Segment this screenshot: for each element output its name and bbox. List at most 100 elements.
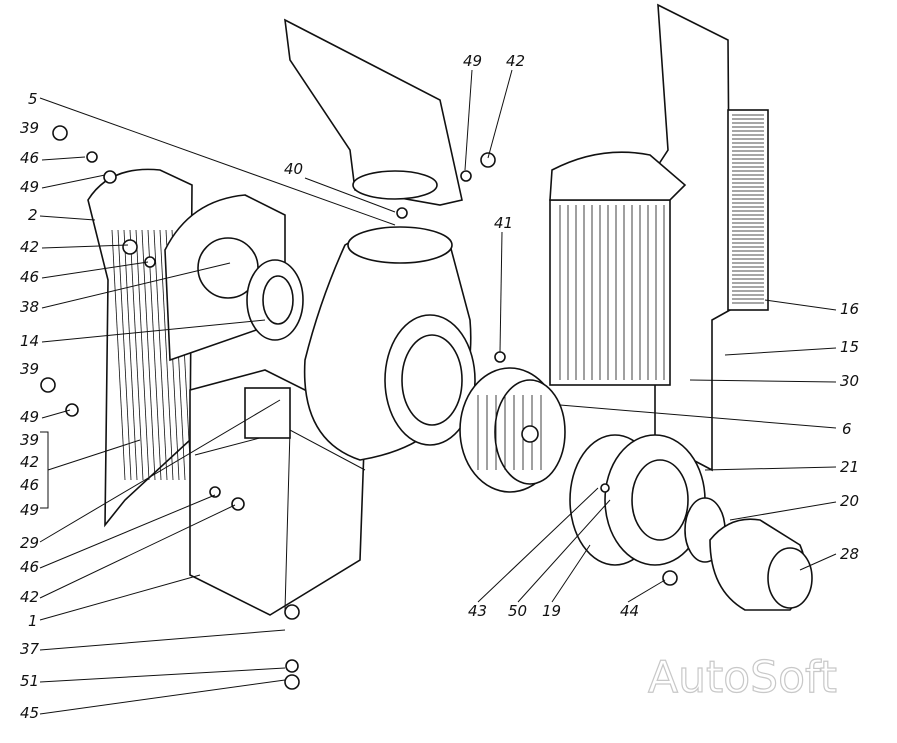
fastener — [65, 403, 79, 417]
leader-line — [724, 347, 837, 356]
hatch-line — [117, 229, 132, 481]
leader-line — [39, 574, 201, 621]
fastener — [480, 152, 496, 168]
leader-line — [499, 231, 503, 353]
blower-inlet — [347, 226, 453, 264]
bracket — [40, 431, 141, 509]
callout-label: 28 — [840, 545, 859, 563]
callout-label: 20 — [840, 492, 859, 510]
hatch-line — [129, 229, 144, 481]
hatch-line — [159, 229, 174, 481]
leader-line — [729, 501, 837, 521]
callout-labels: 5394649242463814394939424649294642137514… — [20, 52, 859, 722]
leader-line — [41, 262, 231, 309]
callout-label: 46 — [20, 558, 39, 576]
callout-label: 19 — [542, 602, 561, 620]
leader-line — [39, 215, 96, 221]
callout-label: 42 — [20, 453, 39, 471]
leader-line — [41, 156, 86, 161]
callout-label: 50 — [508, 602, 527, 620]
fan-hub — [521, 425, 539, 443]
callout-label: 46 — [20, 268, 39, 286]
fastener — [52, 125, 68, 141]
callout-label: 49 — [463, 52, 482, 70]
leader-line — [39, 504, 236, 599]
gasket-opening — [262, 275, 294, 325]
leader-lines — [39, 69, 837, 715]
fastener — [86, 151, 98, 163]
callout-label: 2 — [28, 206, 38, 224]
leader-line — [41, 174, 106, 189]
callout-label: 39 — [20, 360, 39, 378]
rear-radiator-fins — [732, 114, 764, 304]
hatch-line — [141, 229, 156, 481]
rear-radiator — [727, 109, 769, 311]
callout-label: 39 — [20, 119, 39, 137]
callout-label: 43 — [468, 602, 487, 620]
leader-line — [627, 579, 666, 603]
hatch-line — [111, 229, 126, 481]
fastener — [460, 170, 472, 182]
callout-label: 51 — [20, 672, 39, 690]
leader-line — [39, 97, 396, 226]
callout-label: 46 — [20, 476, 39, 494]
callout-label: 5 — [28, 90, 38, 108]
fastener — [494, 351, 506, 363]
callout-label: 42 — [506, 52, 525, 70]
leader-line — [551, 544, 591, 603]
leader-line — [41, 261, 149, 279]
callout-label: 45 — [20, 704, 39, 722]
radiator-tank — [549, 151, 687, 201]
motor-cover-opening — [631, 459, 689, 541]
fastener — [285, 659, 299, 673]
radiator-fins — [559, 205, 665, 380]
fastener — [40, 377, 56, 393]
hatch-line — [153, 229, 168, 481]
callout-label: 49 — [20, 178, 39, 196]
motor-end-cap — [767, 547, 813, 609]
leader-line — [517, 499, 611, 603]
callout-label: 39 — [20, 431, 39, 449]
callout-label: 46 — [20, 149, 39, 167]
callout-label: 21 — [840, 458, 859, 476]
leader-line — [764, 299, 837, 311]
callout-label: 16 — [840, 300, 859, 318]
fastener — [122, 239, 138, 255]
valve-block — [244, 387, 291, 439]
leader-line — [39, 679, 286, 715]
radiator-core — [549, 199, 671, 386]
leader-line — [39, 494, 216, 569]
callout-label: 49 — [20, 501, 39, 519]
leader-line — [41, 319, 266, 343]
leader-line — [477, 487, 599, 603]
callout-label: 29 — [20, 534, 39, 552]
callout-label: 42 — [20, 588, 39, 606]
leader-line — [559, 404, 837, 429]
fastener — [284, 674, 300, 690]
leader-line — [464, 69, 473, 171]
leader-line — [689, 379, 837, 383]
hatch-line — [147, 229, 162, 481]
leader-line — [487, 69, 513, 159]
leader-line — [39, 399, 281, 543]
callout-label: 41 — [494, 214, 513, 232]
callout-label: 42 — [20, 238, 39, 256]
callout-label: 49 — [20, 408, 39, 426]
leader-line — [39, 667, 286, 683]
callout-label: 40 — [284, 160, 303, 178]
hatch-line — [135, 229, 150, 481]
fastener — [103, 170, 117, 184]
callout-label: 37 — [20, 640, 40, 658]
callout-label: 14 — [20, 332, 39, 350]
fastener — [231, 497, 245, 511]
fan-blades — [477, 395, 542, 470]
fastener — [284, 604, 300, 620]
hatch-line — [123, 229, 138, 481]
blower-side-opening — [401, 334, 463, 426]
callout-label: 44 — [620, 602, 639, 620]
funnel-outlet — [352, 170, 438, 200]
fastener — [396, 207, 408, 219]
fasteners — [40, 125, 678, 690]
callout-label: 1 — [28, 612, 38, 630]
